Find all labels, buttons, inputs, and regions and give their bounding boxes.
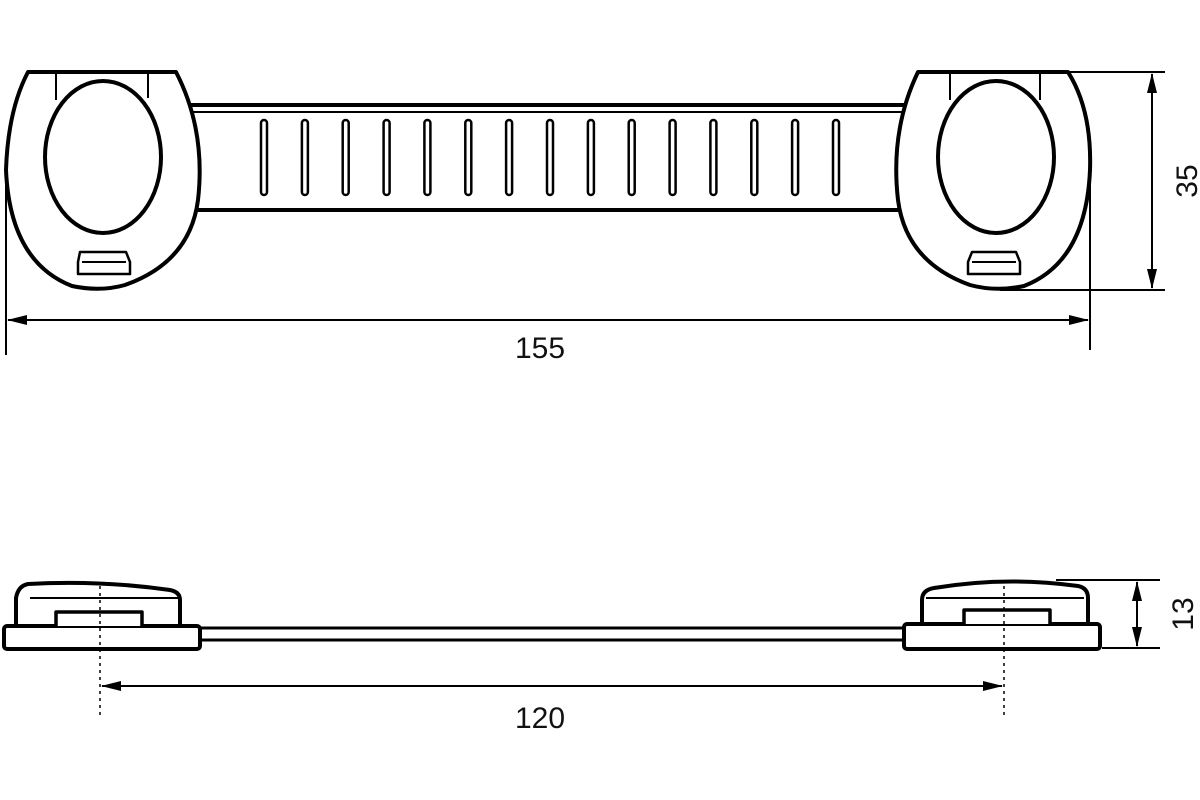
side-strap bbox=[194, 626, 910, 642]
left-end-cap bbox=[4, 70, 202, 291]
length-label: 155 bbox=[515, 332, 565, 365]
strap-slots bbox=[259, 118, 841, 197]
height-label: 13 bbox=[1167, 597, 1200, 630]
right-end-cap bbox=[894, 70, 1093, 291]
strap-slot bbox=[709, 118, 718, 197]
strap-slot bbox=[382, 118, 391, 197]
hole-spacing-label: 120 bbox=[515, 702, 565, 735]
strap-slot bbox=[831, 118, 841, 197]
right-mount-hole bbox=[936, 79, 1056, 235]
strap-slot bbox=[790, 118, 800, 197]
strap-slot bbox=[259, 118, 269, 197]
length-dimension: 155 bbox=[5, 170, 1091, 365]
strap-slot bbox=[545, 118, 555, 197]
strap-slot bbox=[464, 118, 473, 197]
strap-slot bbox=[341, 118, 350, 197]
width-label: 35 bbox=[1171, 164, 1200, 197]
strap-slot bbox=[627, 118, 636, 197]
right-side-profile bbox=[902, 579, 1102, 651]
strap-slot bbox=[586, 118, 596, 197]
side-view: 120 13 bbox=[2, 579, 1200, 735]
height-dimension: 13 bbox=[1056, 579, 1200, 649]
strap-slot bbox=[504, 118, 514, 197]
top-view: 35 155 bbox=[4, 70, 1200, 365]
width-dimension: 35 bbox=[1000, 71, 1200, 291]
strap-slot bbox=[300, 118, 310, 197]
strap-slot bbox=[750, 118, 759, 197]
hole-spacing-dimension: 120 bbox=[101, 681, 1003, 735]
left-side-profile bbox=[2, 580, 202, 651]
strap-slot bbox=[668, 118, 677, 197]
strap-slot bbox=[423, 118, 432, 197]
left-mount-hole bbox=[43, 79, 163, 235]
